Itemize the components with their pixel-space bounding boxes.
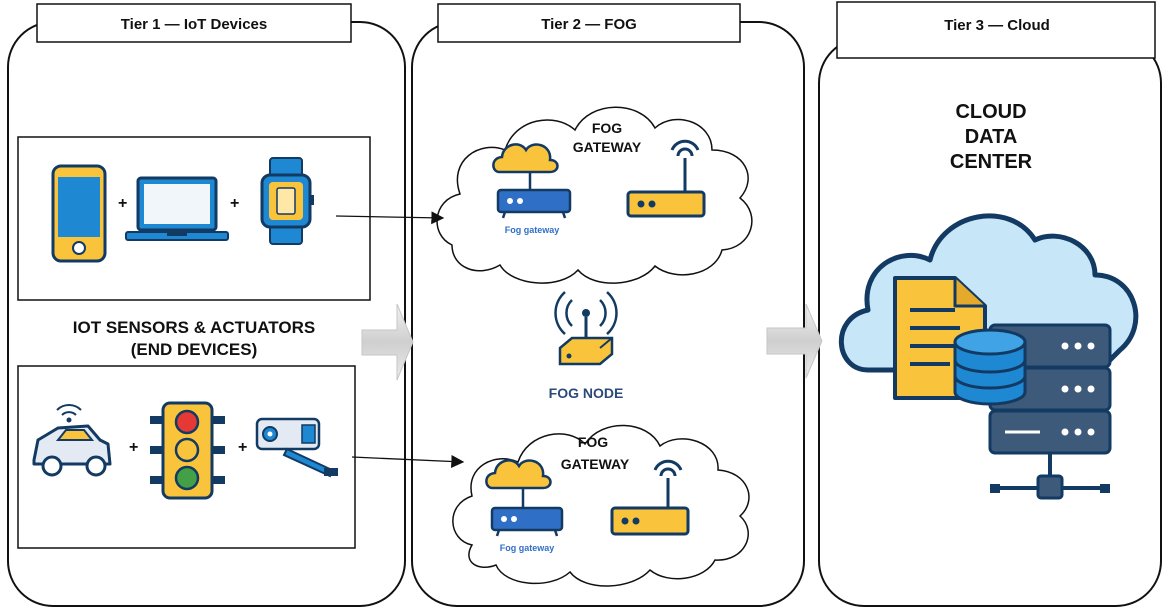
tier1-to-tier2-arrow xyxy=(361,303,414,381)
plus-sign: + xyxy=(129,439,138,456)
router-icon xyxy=(610,459,690,536)
tier3-header: Tier 3 — Cloud xyxy=(944,17,1050,34)
router-icon xyxy=(626,139,706,218)
fog-gateway-icon xyxy=(485,459,564,537)
cloud-data-center-icon xyxy=(838,213,1139,500)
devices-to-fog-gateway-bottom-link xyxy=(351,454,465,468)
security-camera-icon xyxy=(255,417,338,478)
cloud-label-line2: DATA xyxy=(965,126,1018,148)
tier1-header-box xyxy=(36,3,352,43)
fog-gateway-label-top-line1: FOG xyxy=(592,120,622,136)
tier3-header-box xyxy=(836,1,1156,59)
plus-sign: + xyxy=(118,195,127,212)
fog-gateway-caption-top: Fog gateway xyxy=(505,225,560,235)
tier2-header-box xyxy=(437,3,741,43)
plus-sign: + xyxy=(238,439,247,456)
tier2-panel: Tier 2 — FOG FOG GATEWAY Fog gateway xyxy=(411,3,805,607)
connected-car-icon xyxy=(32,404,112,477)
devices-to-fog-gateway-top-link xyxy=(335,211,445,225)
fog-gateway-label-top-line2: GATEWAY xyxy=(573,139,642,155)
tier2-to-tier3-arrow xyxy=(766,303,823,379)
fog-gateway-caption-bottom: Fog gateway xyxy=(500,543,555,553)
fog-gateway-label-bottom-line1: FOG xyxy=(578,434,608,450)
fog-gateway-label-bottom-line2: GATEWAY xyxy=(561,456,630,472)
fog-gateway-icon xyxy=(492,143,572,219)
smartwatch-icon xyxy=(260,157,314,245)
fog-node-icon xyxy=(554,291,618,366)
iot-sensors-label: IOT SENSORS & ACTUATORS xyxy=(73,318,315,337)
end-devices-label: (END DEVICES) xyxy=(131,340,258,359)
tier1-header: Tier 1 — IoT Devices xyxy=(121,16,267,33)
tier1-panel: Tier 1 — IoT Devices + + IOT SENSORS & A… xyxy=(7,3,406,607)
laptop-icon xyxy=(125,176,229,241)
tier2-header: Tier 2 — FOG xyxy=(541,16,637,33)
traffic-light-icon xyxy=(150,401,225,500)
tier3-panel: Tier 3 — Cloud CLOUD DATA CENTER xyxy=(818,1,1162,607)
cloud-label-line3: CENTER xyxy=(950,151,1033,173)
fog-node-label: FOG NODE xyxy=(549,385,624,401)
cloud-label-line1: CLOUD xyxy=(955,101,1026,123)
smartphone-icon xyxy=(51,164,107,263)
plus-sign: + xyxy=(230,195,239,212)
